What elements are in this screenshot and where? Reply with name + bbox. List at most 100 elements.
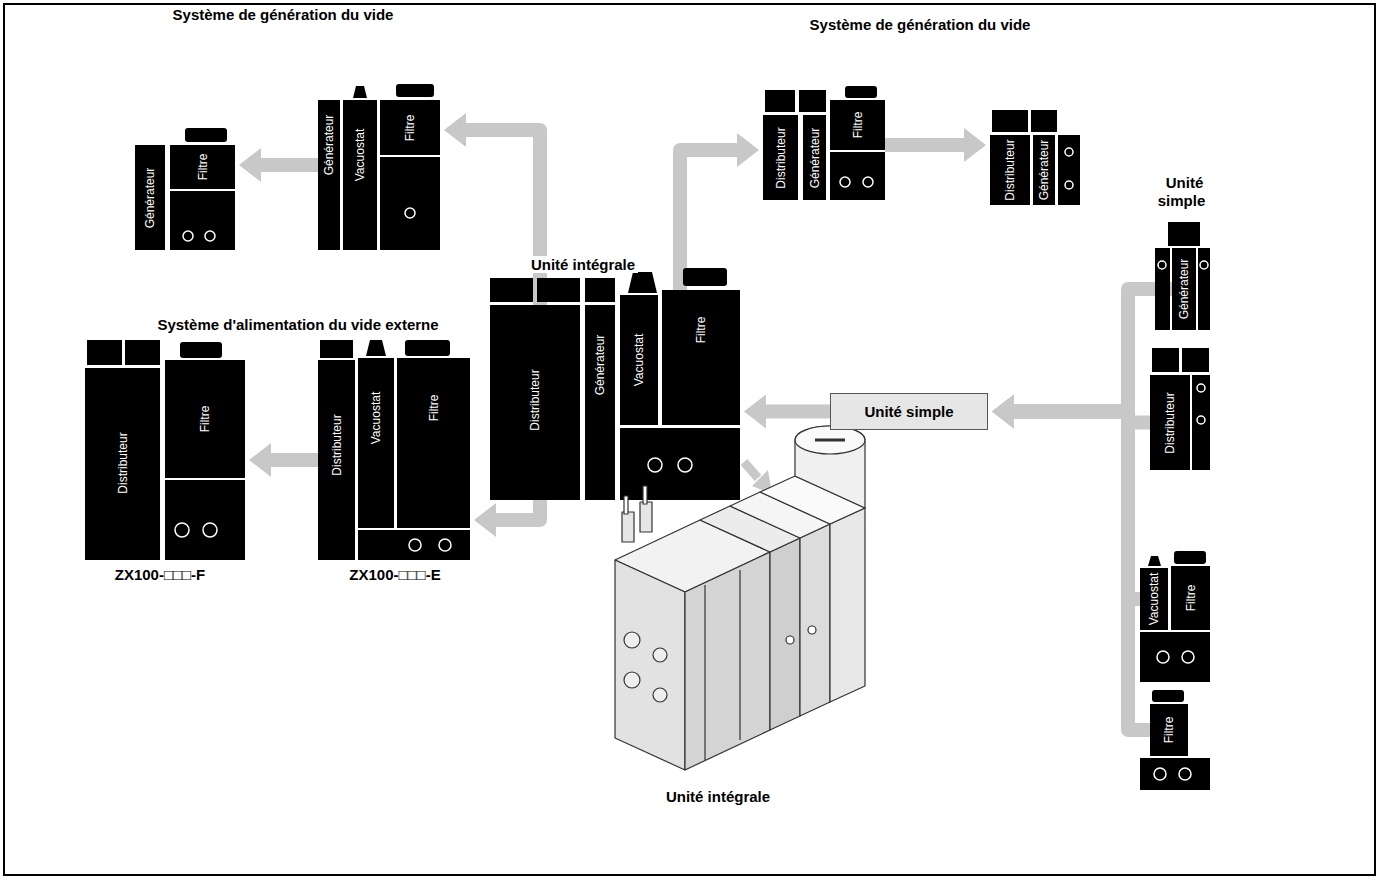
module-part bbox=[624, 496, 628, 514]
module-part bbox=[653, 648, 667, 662]
module-block: Générateur bbox=[585, 305, 615, 500]
module-part bbox=[840, 177, 850, 187]
module-part bbox=[1140, 758, 1210, 790]
module-part bbox=[185, 128, 227, 142]
module-block: Vacuostat bbox=[620, 295, 658, 425]
module-part bbox=[786, 636, 794, 644]
module-block: Vacuostat bbox=[1140, 568, 1168, 630]
module-part bbox=[87, 340, 122, 365]
module-part bbox=[620, 428, 740, 500]
flow-arrow bbox=[992, 395, 1150, 731]
heading-text: ZX100-□□□-F bbox=[112, 566, 209, 583]
heading-text: Unité intégrale bbox=[528, 256, 638, 273]
module-name: Distributeur bbox=[774, 127, 787, 188]
module-part bbox=[1154, 768, 1166, 780]
group-heading: Unité intégrale bbox=[503, 256, 663, 274]
module-part bbox=[203, 523, 217, 537]
arrow-head bbox=[239, 148, 261, 182]
module-name: Filtre bbox=[199, 406, 212, 433]
module-part bbox=[622, 512, 634, 542]
module-part bbox=[170, 191, 235, 250]
module-part bbox=[1168, 222, 1200, 246]
module-part bbox=[678, 458, 692, 472]
module-part bbox=[409, 539, 421, 551]
heading-text: ZX100-□□□-E bbox=[346, 566, 443, 583]
module-name: Filtre bbox=[404, 114, 417, 141]
module-part bbox=[830, 152, 885, 200]
module-block: Vacuostat bbox=[343, 100, 377, 250]
module-part bbox=[353, 86, 367, 98]
arrow-head bbox=[444, 113, 466, 147]
module-part bbox=[1065, 181, 1073, 189]
module-part bbox=[1174, 551, 1206, 564]
frame-border bbox=[4, 4, 1375, 875]
module-part bbox=[405, 340, 450, 356]
module-block: Filtre bbox=[830, 100, 885, 150]
module-part bbox=[1148, 556, 1161, 566]
arrow-head bbox=[992, 395, 1014, 429]
module-block: Filtre bbox=[1150, 704, 1188, 756]
module-block: Filtre bbox=[1171, 566, 1210, 630]
module-part bbox=[1158, 261, 1166, 269]
module-part bbox=[615, 560, 685, 770]
module-part bbox=[653, 688, 667, 702]
arrow-shaft bbox=[271, 453, 318, 467]
module-part bbox=[739, 570, 740, 740]
arrow-head bbox=[992, 395, 1014, 429]
module-part bbox=[685, 552, 770, 770]
flow-arrow bbox=[474, 500, 540, 537]
unit-illustration bbox=[615, 426, 865, 770]
module-part bbox=[704, 585, 705, 760]
module-name: Distributeur bbox=[116, 432, 129, 493]
flow-arrow bbox=[992, 395, 1140, 600]
module-block: Distributeur bbox=[1150, 375, 1190, 470]
module-part bbox=[358, 530, 470, 560]
module-part bbox=[439, 539, 451, 551]
module-name: Distributeur bbox=[1164, 392, 1177, 453]
category-box: Unité simple bbox=[830, 393, 988, 430]
module-part bbox=[1182, 651, 1194, 663]
module-block: Distributeur bbox=[763, 115, 798, 200]
module-part bbox=[795, 426, 865, 508]
module-part bbox=[180, 342, 222, 358]
module-part bbox=[1192, 375, 1210, 470]
module-block: Filtre bbox=[397, 358, 470, 528]
module-part bbox=[490, 278, 533, 302]
module-block: Distributeur bbox=[318, 360, 355, 560]
module-name: Distributeur bbox=[529, 369, 542, 430]
arrow-head bbox=[737, 133, 759, 167]
module-part bbox=[1152, 348, 1179, 372]
module-name: Filtre bbox=[851, 112, 864, 139]
module-block: Distributeur bbox=[990, 135, 1030, 205]
module-block: Générateur bbox=[318, 100, 340, 250]
module-part bbox=[628, 272, 657, 293]
module-name: Générateur bbox=[144, 167, 157, 228]
module-block: Distributeur bbox=[85, 368, 160, 560]
module-block: Filtre bbox=[170, 145, 235, 189]
module-name: Générateur bbox=[808, 127, 821, 188]
module-name: Filtre bbox=[1184, 585, 1197, 612]
module-name: Filtre bbox=[1163, 717, 1176, 744]
arrow-shaft bbox=[466, 130, 540, 305]
module-part bbox=[380, 157, 440, 250]
module-part bbox=[808, 626, 816, 634]
flow-arrow bbox=[885, 128, 986, 162]
module-part bbox=[624, 672, 640, 688]
module-part bbox=[1058, 135, 1080, 205]
module-part bbox=[1065, 148, 1073, 156]
module-part bbox=[830, 508, 865, 702]
module-name: Générateur bbox=[323, 115, 336, 176]
module-part bbox=[1179, 768, 1191, 780]
module-part bbox=[320, 340, 353, 358]
module-part bbox=[585, 278, 615, 302]
module-part bbox=[795, 426, 865, 454]
module-part bbox=[1152, 690, 1184, 702]
module-part bbox=[175, 523, 189, 537]
module-name: Filtre bbox=[196, 154, 209, 181]
module-part bbox=[640, 502, 652, 532]
module-name: Vacuostat bbox=[354, 129, 367, 181]
heading-text: Unité intégrale bbox=[663, 788, 773, 805]
arrow-head bbox=[992, 395, 1014, 429]
module-part bbox=[405, 208, 415, 218]
